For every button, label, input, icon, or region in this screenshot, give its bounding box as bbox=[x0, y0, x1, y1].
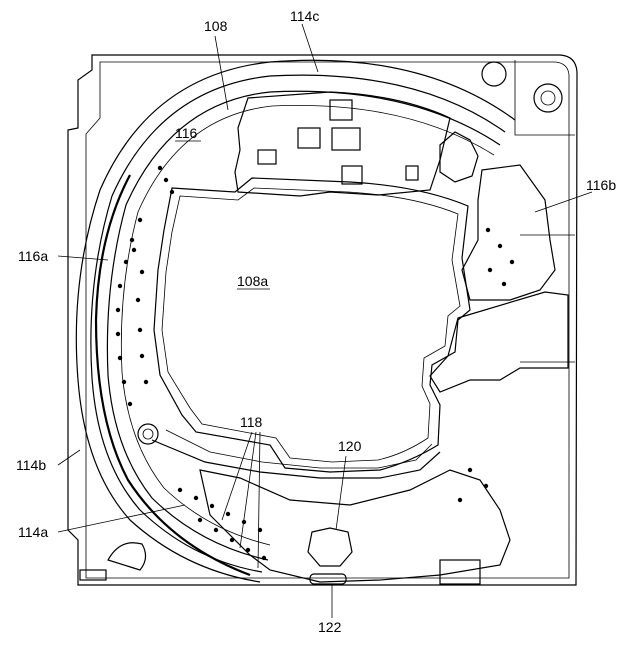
side-module-right bbox=[462, 165, 555, 300]
board-chip-3 bbox=[332, 128, 360, 150]
label-108: 108 bbox=[204, 18, 228, 34]
board-chip-4 bbox=[258, 150, 276, 164]
spindle-gear-inner bbox=[541, 91, 555, 105]
round-port bbox=[482, 62, 506, 86]
label-108a: 108a bbox=[237, 273, 268, 289]
housing-inner-edge bbox=[86, 62, 569, 578]
label-122: 122 bbox=[318, 619, 342, 635]
board-chip-2 bbox=[298, 128, 320, 148]
label-114c: 114c bbox=[290, 8, 319, 24]
opening-108a-inner bbox=[162, 188, 460, 462]
right-frame bbox=[515, 60, 575, 362]
label-116a: 116a bbox=[18, 248, 48, 264]
lower-right-block bbox=[430, 292, 568, 392]
tray-108-band-inner bbox=[121, 105, 494, 545]
label-118: 118 bbox=[240, 414, 263, 430]
housing-outline bbox=[68, 55, 577, 585]
pivot-boss bbox=[138, 424, 158, 444]
label-114a: 114a bbox=[18, 524, 48, 540]
pickup-sled-120 bbox=[308, 528, 352, 566]
gear-mechanism bbox=[440, 132, 478, 182]
contact-dots-right bbox=[458, 228, 514, 502]
label-120: 120 bbox=[338, 438, 362, 454]
rail-118 bbox=[152, 440, 440, 478]
board-chip-1 bbox=[330, 100, 352, 120]
pivot-boss-inner bbox=[143, 429, 153, 439]
left-bottom-arc bbox=[108, 543, 146, 570]
opening-108a bbox=[154, 178, 470, 472]
label-116: 116 bbox=[175, 125, 198, 141]
spindle-gear bbox=[534, 84, 562, 112]
label-116b: 116b bbox=[586, 177, 616, 193]
bottom-latch-122 bbox=[310, 574, 346, 584]
connector-left bbox=[80, 570, 106, 580]
board-chip-6 bbox=[406, 166, 418, 180]
outer-track-114 bbox=[76, 60, 515, 582]
contact-dots-bottom bbox=[178, 488, 266, 560]
label-114b: 114b bbox=[16, 457, 46, 473]
lower-board bbox=[200, 470, 510, 582]
